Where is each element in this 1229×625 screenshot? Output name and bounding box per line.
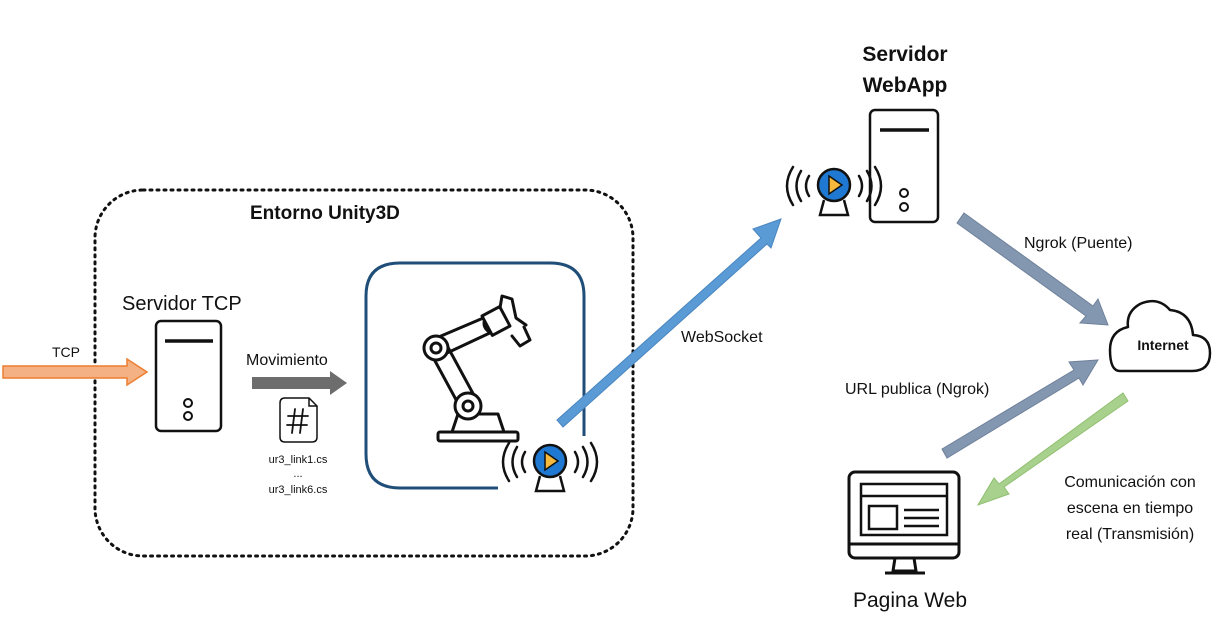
tcp-server-title: Servidor TCP xyxy=(122,293,242,315)
ngrok-bridge-arrow xyxy=(956,212,1109,326)
public-url-label: URL publica (Ngrok) xyxy=(845,381,990,398)
webapp-server-icon xyxy=(868,108,940,224)
unity-environment-title: Entorno Unity3D xyxy=(250,203,400,224)
movement-arrow xyxy=(252,371,347,395)
script-file-ellipsis: ... xyxy=(293,468,303,480)
robot-stream-icon xyxy=(501,441,599,493)
websocket-label: WebSocket xyxy=(681,329,763,346)
webapp-stream-icon xyxy=(785,165,883,217)
movement-label: Movimiento xyxy=(246,352,328,369)
realtime-label-line3: real (Transmisión) xyxy=(1065,526,1195,543)
realtime-stream-arrow xyxy=(976,392,1129,506)
webapp-title-line1: Servidor xyxy=(862,43,948,66)
webpage-label: Pagina Web xyxy=(852,589,968,612)
script-file-first: ur3_link1.cs xyxy=(268,454,328,466)
websocket-arrow xyxy=(556,218,782,428)
webpage-monitor-icon xyxy=(847,470,961,575)
public-url-arrow xyxy=(941,359,1099,459)
hash-file-icon xyxy=(279,397,318,443)
realtime-label-line2: escena en tiempo xyxy=(1066,500,1194,517)
ngrok-bridge-label: Ngrok (Puente) xyxy=(1024,235,1133,252)
tcp-input-arrow xyxy=(2,357,149,387)
script-file-last: ur3_link6.cs xyxy=(268,484,328,496)
realtime-label-line1: Comunicación con xyxy=(1064,474,1196,491)
tcp-input-label: TCP xyxy=(52,344,80,360)
robot-scene-frame xyxy=(364,261,586,490)
tcp-server-icon xyxy=(154,319,223,433)
internet-label: Internet xyxy=(1137,337,1189,353)
webapp-title-line2: WebApp xyxy=(862,74,948,97)
robot-arm-icon xyxy=(422,294,532,443)
internet-cloud-icon xyxy=(1108,299,1212,373)
